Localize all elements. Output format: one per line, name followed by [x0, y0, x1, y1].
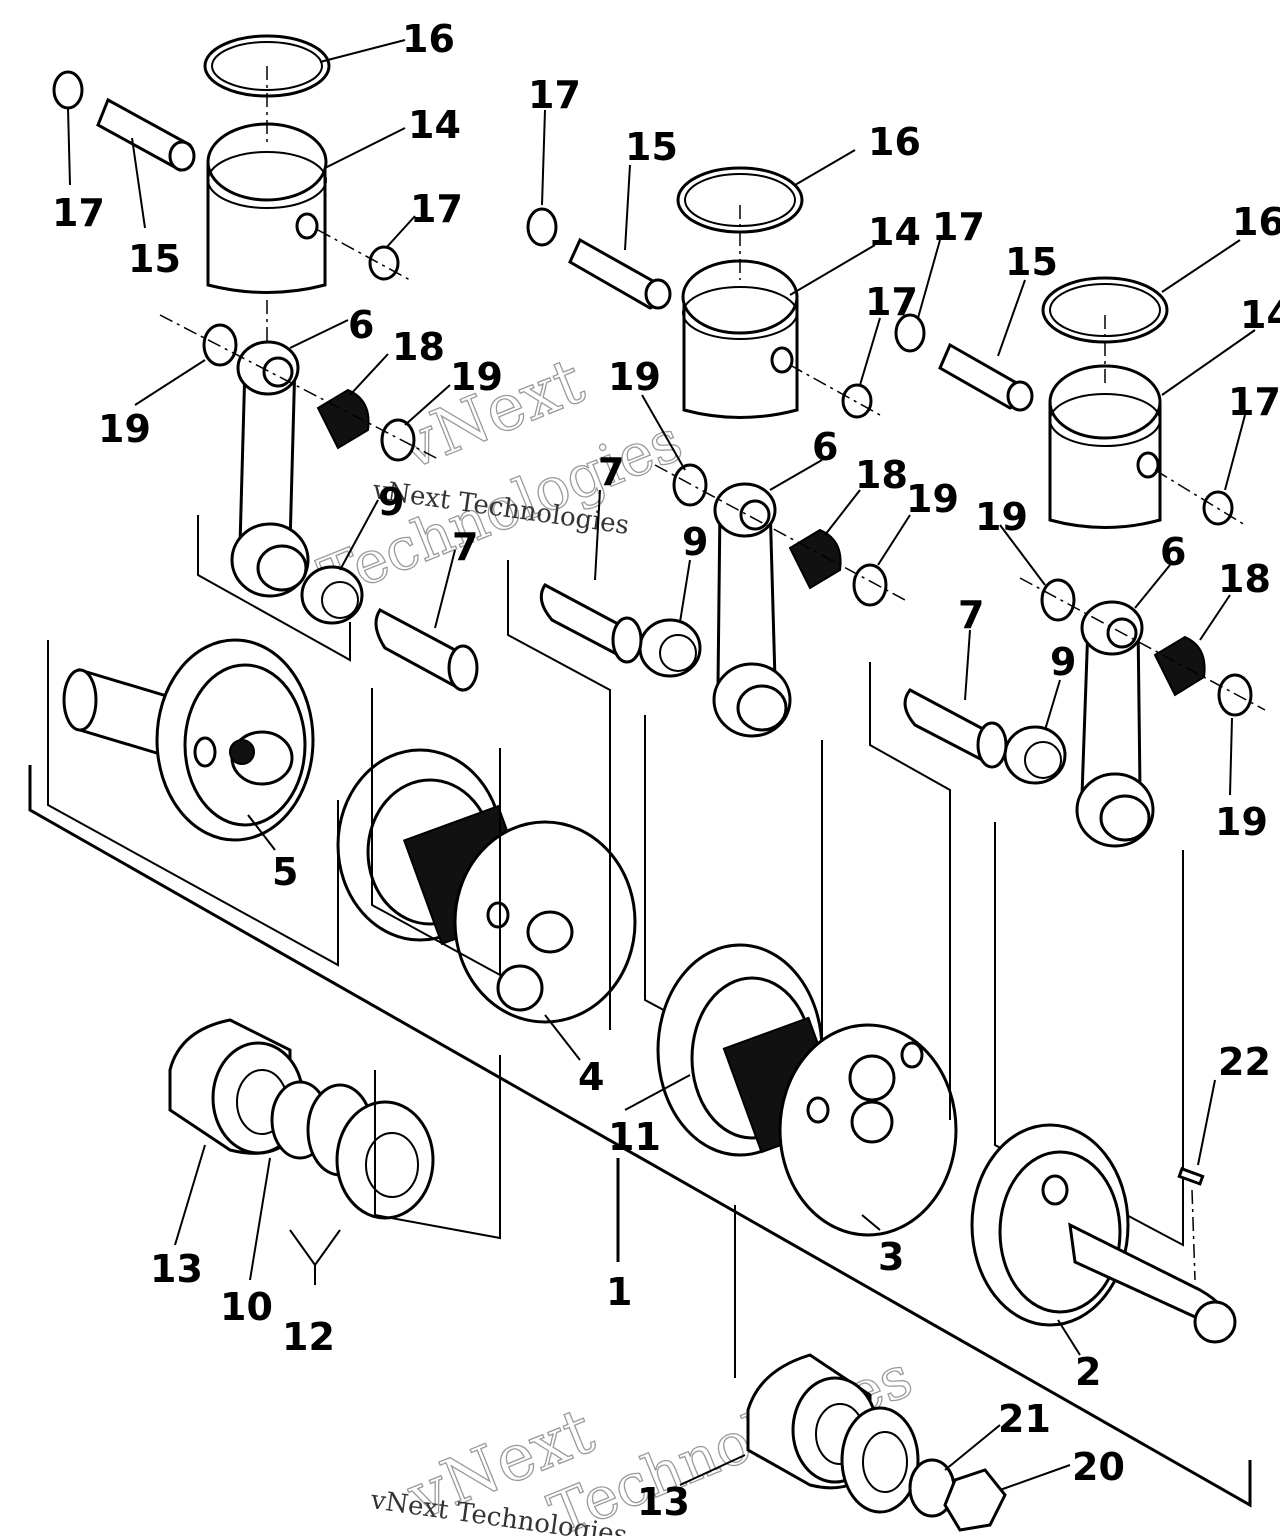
callout-5: 5 [272, 850, 298, 894]
crank-center [336, 688, 637, 1024]
callout-1: 1 [606, 1270, 632, 1314]
callout-11: 11 [608, 1115, 661, 1159]
callouts: 16 14 17 15 17 6 18 19 19 9 7 5 4 11 3 2… [52, 17, 1280, 1524]
callout-13: 13 [637, 1480, 690, 1524]
piston-assembly-left [52, 34, 479, 692]
callout-4: 4 [578, 1055, 604, 1099]
needle-bearing [316, 388, 370, 450]
callout-2: 2 [1075, 1350, 1101, 1394]
callout-9: 9 [1050, 640, 1076, 684]
callout-14: 14 [1240, 293, 1280, 337]
callout-6: 6 [1160, 530, 1186, 574]
callout-19: 19 [1215, 800, 1268, 844]
big-end-bearing [300, 565, 364, 625]
piston [1048, 403, 1162, 529]
callout-14: 14 [868, 210, 921, 254]
circlip [894, 313, 926, 353]
thrust-washer [852, 563, 888, 607]
crank-output-end [970, 1123, 1237, 1344]
callout-7: 7 [598, 450, 624, 494]
callout-18: 18 [855, 453, 908, 497]
main-bearings [168, 1018, 1007, 1532]
callout-16: 16 [1232, 200, 1280, 244]
callout-10: 10 [220, 1285, 273, 1329]
callout-16: 16 [868, 120, 921, 164]
nut [943, 1468, 1007, 1532]
callout-19: 19 [906, 477, 959, 521]
callout-9: 9 [378, 480, 404, 524]
woodruff-key [1177, 1166, 1205, 1186]
callout-12: 12 [282, 1315, 335, 1359]
callout-20: 20 [1072, 1445, 1125, 1489]
callout-19: 19 [450, 355, 503, 399]
piston-ring [676, 166, 804, 234]
callout-19: 19 [98, 407, 151, 451]
callout-6: 6 [348, 303, 374, 347]
callout-21: 21 [998, 1397, 1051, 1441]
callout-17: 17 [932, 205, 985, 249]
callout-13: 13 [150, 1247, 203, 1291]
callout-17: 17 [410, 187, 463, 231]
assembly-bracket [28, 765, 1252, 1508]
callout-6: 6 [812, 425, 838, 469]
thrust-washer [672, 463, 708, 507]
thrust-washer [202, 323, 238, 367]
big-end-bearing [638, 618, 702, 678]
callout-15: 15 [128, 237, 181, 281]
callout-14: 14 [408, 103, 461, 147]
callout-17: 17 [528, 73, 581, 117]
piston-assembly-right [894, 276, 1266, 1247]
crank-half-left [47, 638, 339, 967]
callout-17: 17 [865, 280, 918, 324]
callout-18: 18 [392, 325, 445, 369]
callout-18: 18 [1218, 557, 1271, 601]
callout-7: 7 [452, 525, 478, 569]
thrust-washer [1040, 578, 1076, 622]
callout-15: 15 [1005, 240, 1058, 284]
piston-assembly-center [507, 166, 906, 1097]
needle-bearing [788, 528, 842, 590]
circlip [526, 207, 558, 247]
callout-7: 7 [958, 593, 984, 637]
big-end-bearing [1003, 725, 1067, 785]
circlip [368, 245, 400, 281]
callout-3: 3 [878, 1235, 904, 1279]
callout-17: 17 [1228, 380, 1280, 424]
callout-19: 19 [975, 495, 1028, 539]
leader-lines [67, 39, 1256, 1491]
thrust-washer [1217, 673, 1253, 717]
callout-19: 19 [608, 355, 661, 399]
circlip [841, 383, 873, 419]
callout-16: 16 [402, 17, 455, 61]
piston-ring [1041, 276, 1169, 344]
circlip [52, 70, 84, 110]
thrust-washer [380, 418, 416, 462]
callout-9: 9 [682, 520, 708, 564]
callout-15: 15 [625, 125, 678, 169]
crank-right-middle [656, 662, 958, 1237]
callout-22: 22 [1218, 1040, 1271, 1084]
callout-17: 17 [52, 191, 105, 235]
needle-bearing [1153, 635, 1206, 697]
